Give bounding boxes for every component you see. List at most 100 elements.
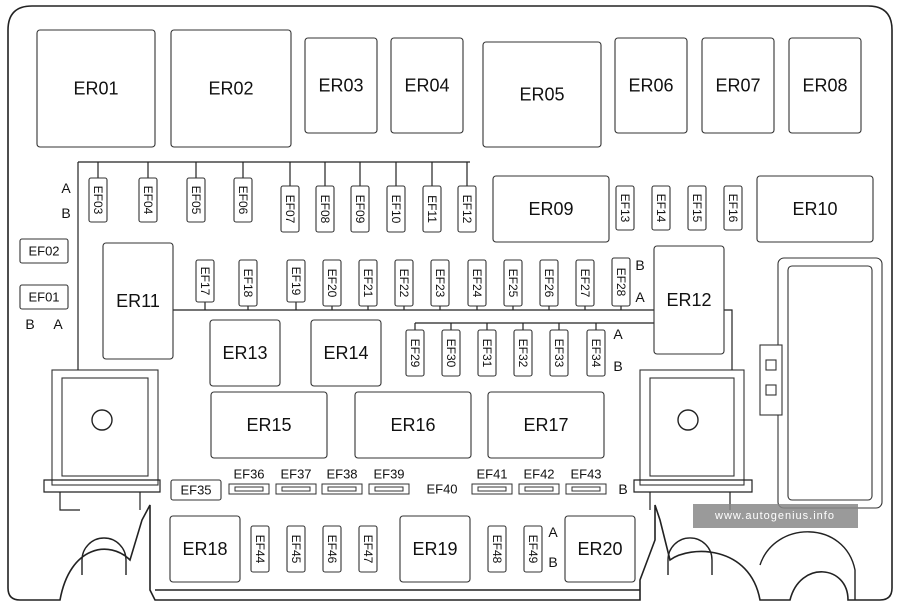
fuse-label: EF48 (490, 535, 504, 564)
fuse-label: EF09 (353, 195, 367, 224)
terminal-a-label: A (53, 316, 63, 332)
relay-label: ER13 (222, 343, 267, 363)
fuse-label: EF35 (180, 483, 211, 498)
fuse-ef39: EF39 (368, 467, 410, 495)
fuse-ef05: EF05 (186, 177, 206, 223)
fuse-ef02: EF02 (19, 238, 69, 264)
relay-er03: ER03 (304, 37, 378, 134)
fuse-label: EF20 (325, 269, 339, 298)
fuse-label: EF44 (253, 535, 267, 564)
fuse-label: EF25 (506, 269, 520, 298)
fuse-label: EF42 (523, 467, 554, 482)
relay-label: ER16 (390, 415, 435, 435)
fuse-ef06: EF06 (233, 177, 253, 223)
fuse-ef25: EF25 (503, 259, 523, 307)
fuse-label: EF49 (526, 535, 540, 564)
mounting-slots (81, 531, 856, 600)
fuse-ef24: EF24 (467, 259, 487, 307)
fuse-label: EF16 (726, 194, 740, 223)
relay-label: ER08 (802, 76, 847, 96)
fuse-label: EF30 (444, 339, 458, 368)
fuse-ef37: EF37 (275, 467, 317, 495)
fuse-label: EF29 (408, 339, 422, 368)
fuse-label: EF08 (318, 195, 332, 224)
relay-er11: ER11 (102, 242, 174, 360)
relay-label: ER06 (628, 76, 673, 96)
fuse-label: EF45 (289, 535, 303, 564)
fuse-ef14: EF14 (651, 185, 671, 231)
fuse-ef01: EF01 (19, 284, 69, 310)
housing-outline (7, 5, 893, 601)
relay-er12: ER12 (653, 245, 725, 355)
right-bolt-bracket (633, 369, 753, 510)
fuse-group: EF03 EF04 EF05 EF06 EF07 EF08 EF09 EF10 EF11 EF12… (19, 177, 743, 573)
fuse-label: EF12 (460, 195, 474, 224)
fuse-ef15: EF15 (687, 185, 707, 231)
fuse-label: EF01 (28, 290, 59, 305)
relay-er06: ER06 (614, 37, 688, 134)
fuse-label: EF15 (690, 194, 704, 223)
fuse-ef09: EF09 (350, 185, 370, 233)
fuse-label: EF47 (361, 535, 375, 564)
fuse-ef43: EF43 (565, 467, 607, 495)
fuse-ef17: EF17 (195, 259, 215, 303)
fuse-ef46: EF46 (322, 525, 342, 573)
relay-er17: ER17 (487, 391, 605, 459)
fuse-label: EF19 (289, 267, 303, 296)
fuse-ef44: EF44 (250, 525, 270, 573)
fuse-ef42: EF42 (518, 467, 560, 495)
relay-er05: ER05 (482, 41, 602, 148)
relay-label: ER07 (715, 76, 760, 96)
fuse-ef29: EF29 (405, 329, 425, 377)
left-bolt-bracket (43, 369, 161, 511)
fuse-label: EF22 (397, 269, 411, 298)
fuse-label: EF04 (141, 186, 155, 215)
fuse-ef11: EF11 (422, 185, 442, 233)
fuse-ef20: EF20 (322, 259, 342, 307)
fuse-label: EF07 (283, 195, 297, 224)
side-connector (759, 257, 883, 509)
fuse-label: EF21 (361, 269, 375, 298)
fuse-ef48: EF48 (487, 525, 507, 573)
terminal-b-label: B (618, 481, 627, 497)
fuse-label: EF02 (28, 244, 59, 259)
relay-er13: ER13 (209, 319, 281, 387)
fuse-ef04: EF04 (138, 177, 158, 223)
fuse-ef41: EF41 (471, 467, 513, 495)
relay-label: ER12 (666, 290, 711, 310)
fuse-label: EF36 (233, 467, 264, 482)
fuse-label: EF46 (325, 535, 339, 564)
fuse-label: EF14 (654, 194, 668, 223)
relay-label: ER15 (246, 415, 291, 435)
terminal-b-label: B (61, 205, 70, 221)
fuse-ef26: EF26 (539, 259, 559, 307)
watermark: www.autogenius.info (693, 504, 858, 528)
fuse-label: EF10 (389, 195, 403, 224)
fuse-label: EF38 (326, 467, 357, 482)
relay-er07: ER07 (701, 37, 775, 134)
terminal-a-label: A (613, 326, 623, 342)
fuse-ef23: EF23 (430, 259, 450, 307)
fuse-ef28: EF28 (611, 257, 631, 307)
fuse-ef47: EF47 (358, 525, 378, 573)
relay-er18: ER18 (169, 515, 241, 583)
fuse-label: EF41 (476, 467, 507, 482)
terminal-a-label: A (61, 180, 71, 196)
terminal-a-label: A (635, 289, 645, 305)
fuse-ef03: EF03 (88, 177, 108, 223)
fuse-label: EF34 (589, 339, 603, 368)
relay-label: ER20 (577, 539, 622, 559)
relay-er04: ER04 (390, 37, 464, 134)
relay-er20: ER20 (564, 515, 636, 583)
fuse-ef35: EF35 (170, 479, 222, 501)
fuse-ef33: EF33 (549, 329, 569, 377)
relay-er08: ER08 (788, 37, 862, 134)
relay-label: ER11 (116, 291, 160, 311)
terminal-labels: A B B A B A A B B A B (25, 180, 645, 570)
fuse-label: EF37 (280, 467, 311, 482)
fuse-ef45: EF45 (286, 525, 306, 573)
relay-er15: ER15 (210, 391, 328, 459)
fuse-label: EF27 (578, 269, 592, 298)
